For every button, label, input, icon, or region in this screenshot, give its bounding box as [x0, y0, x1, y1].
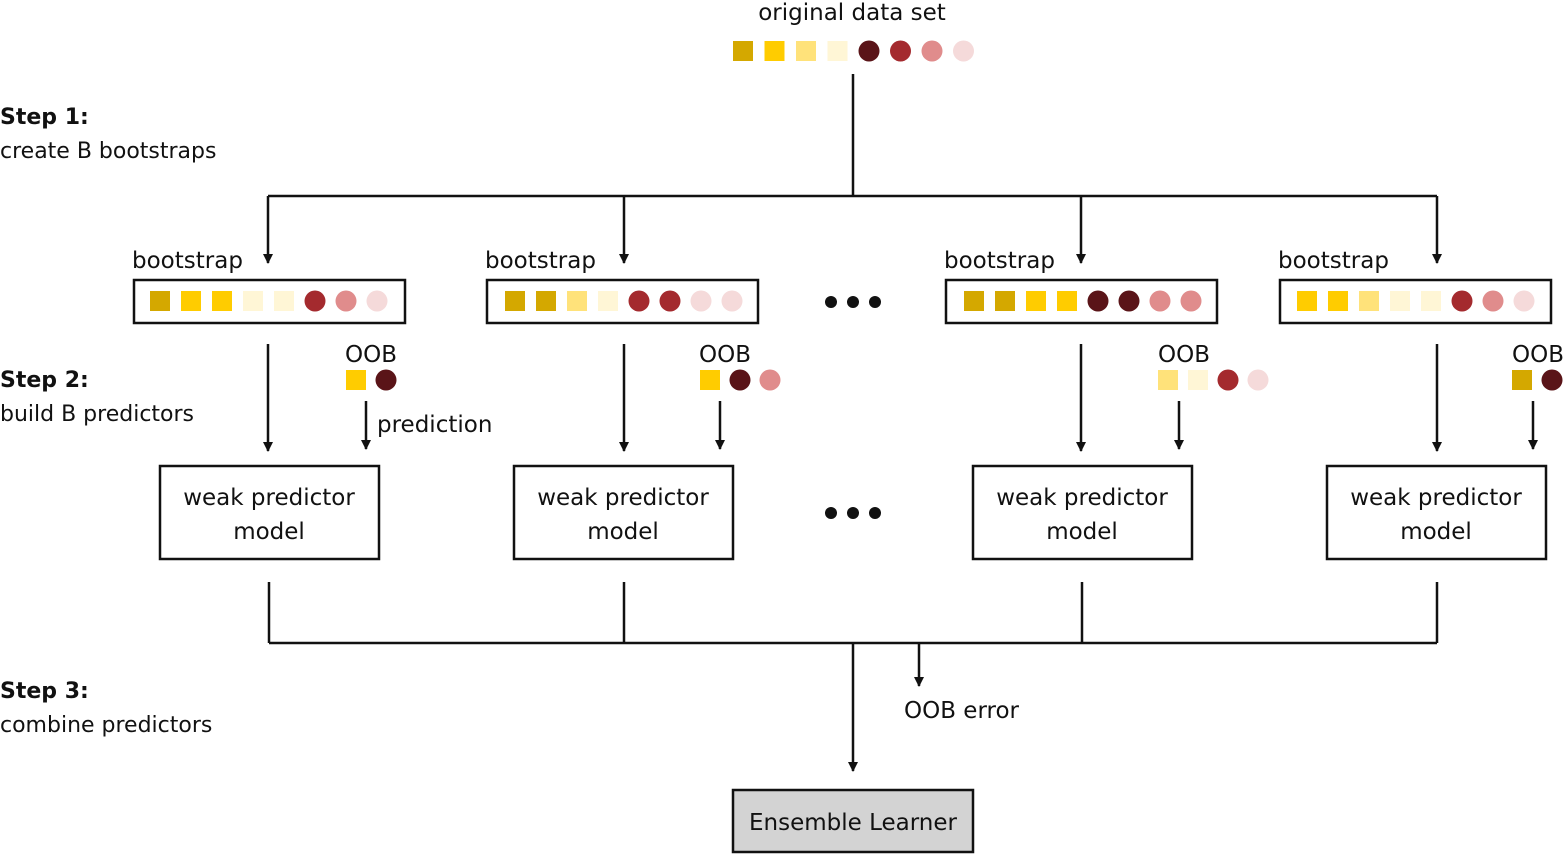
- oob-label-3: OOB: [1158, 342, 1210, 368]
- model-box-4: [1325, 464, 1548, 561]
- oob2-square-1: [700, 370, 720, 390]
- model-box-3: [971, 464, 1194, 561]
- bootstrap3-square-1: [964, 291, 984, 311]
- bootstrap1-circle-8: [366, 290, 388, 312]
- bootstrap4-circle-6: [1451, 290, 1473, 312]
- oob-label-1: OOB: [345, 342, 397, 368]
- bootstrap4-square-3: [1359, 291, 1379, 311]
- ensemble-learner-label: Ensemble Learner: [749, 810, 958, 836]
- oob3-square-2: [1188, 370, 1208, 390]
- model-text-1b: model: [233, 519, 305, 545]
- bootstrap1-square-5: [274, 291, 294, 311]
- step2-description: build B predictors: [0, 402, 194, 427]
- bootstrap3-circle-5: [1087, 290, 1109, 312]
- original-circle-6: [890, 40, 911, 62]
- oob3-square-1: [1158, 370, 1178, 390]
- combine-lines: [267, 582, 1439, 645]
- bootstrap4-circle-8: [1513, 290, 1535, 312]
- bootstrap4-square-2: [1328, 291, 1348, 311]
- oob4-square-1: [1512, 370, 1532, 390]
- model-text-1a: weak predictor: [183, 485, 355, 511]
- bootstrap1-circle-7: [335, 290, 357, 312]
- step1-description: create B bootstraps: [0, 139, 216, 164]
- oob-items: [346, 369, 1563, 391]
- bootstrap2-square-3: [567, 291, 587, 311]
- bootstrap1-square-3: [212, 291, 232, 311]
- original-dataset-items: [733, 40, 974, 62]
- bootstrap4-square-5: [1421, 291, 1441, 311]
- step3-title: Step 3:: [0, 679, 89, 704]
- bootstrap1-square-2: [181, 291, 201, 311]
- original-square-1: [733, 41, 753, 61]
- step2-title: Step 2:: [0, 368, 89, 393]
- bootstrap-box-4: [1278, 278, 1553, 325]
- model-text-3a: weak predictor: [996, 485, 1168, 511]
- oob2-circle-3: [759, 369, 781, 391]
- original-square-3: [796, 41, 816, 61]
- original-square-2: [764, 41, 785, 61]
- ellipsis-middle: [825, 507, 881, 519]
- bootstrap3-square-3: [1026, 291, 1046, 311]
- model-text-3b: model: [1046, 519, 1118, 545]
- oob1-square-1: [346, 370, 366, 390]
- bootstrap-box-1: [132, 278, 407, 325]
- bootstrap3-circle-8: [1180, 290, 1202, 312]
- bootstrap3-square-4: [1057, 291, 1077, 311]
- original-circle-7: [921, 40, 943, 62]
- bootstrap3-circle-6: [1118, 290, 1140, 312]
- model-arrows: [263, 344, 1538, 452]
- model-text-2a: weak predictor: [537, 485, 709, 511]
- bootstrap-items: [150, 290, 1535, 312]
- prediction-label: prediction: [377, 412, 492, 438]
- bootstrap2-circle-5: [628, 290, 650, 312]
- model-text-2b: model: [587, 519, 659, 545]
- original-circle-5: [858, 40, 880, 62]
- bootstrap2-circle-8: [721, 290, 743, 312]
- oob-label-2: OOB: [699, 342, 751, 368]
- bootstrap2-square-1: [505, 291, 525, 311]
- bootstrap4-square-4: [1390, 291, 1410, 311]
- oob1-circle-2: [375, 369, 397, 391]
- model-box-1: [158, 464, 381, 561]
- oob4-circle-2: [1541, 369, 1563, 391]
- step3-description: combine predictors: [0, 713, 212, 738]
- bootstrap4-square-1: [1297, 291, 1317, 311]
- step1-title: Step 1:: [0, 105, 89, 130]
- bootstrap2-square-2: [536, 291, 556, 311]
- oob-label-4: OOB: [1512, 342, 1564, 368]
- model-box-2: [512, 464, 735, 561]
- ensemble-arrows: [848, 643, 924, 772]
- bootstrap-label-4: bootstrap: [1278, 248, 1389, 274]
- oob-error-label: OOB error: [904, 698, 1020, 724]
- ellipsis-top: [825, 296, 881, 308]
- original-square-4: [827, 41, 848, 61]
- bootstrap-box-2: [485, 278, 760, 325]
- model-text-4a: weak predictor: [1350, 485, 1522, 511]
- bootstrap-arrows: [263, 196, 1442, 264]
- bootstrap-box-3: [944, 278, 1219, 325]
- bootstrap2-square-4: [598, 291, 618, 311]
- bootstrap-label-3: bootstrap: [944, 248, 1055, 274]
- oob3-circle-4: [1247, 369, 1269, 391]
- ensemble-learner-box: [731, 788, 975, 854]
- bootstrap-label-2: bootstrap: [485, 248, 596, 274]
- bootstrap1-circle-6: [304, 290, 326, 312]
- bootstrap1-square-4: [243, 291, 263, 311]
- bootstrap3-square-2: [995, 291, 1015, 311]
- model-text-4b: model: [1400, 519, 1472, 545]
- distribution-lines: [268, 74, 1437, 198]
- bootstrap3-circle-7: [1149, 290, 1171, 312]
- oob3-circle-3: [1217, 369, 1239, 391]
- bootstrap2-circle-6: [659, 290, 681, 312]
- bootstrap2-circle-7: [690, 290, 712, 312]
- oob2-circle-2: [729, 369, 751, 391]
- bootstrap-label-1: bootstrap: [132, 248, 243, 274]
- original-circle-8: [953, 40, 974, 62]
- bootstrap1-square-1: [150, 291, 170, 311]
- original-dataset-label: original data set: [758, 0, 946, 26]
- bootstrap4-circle-7: [1482, 290, 1504, 312]
